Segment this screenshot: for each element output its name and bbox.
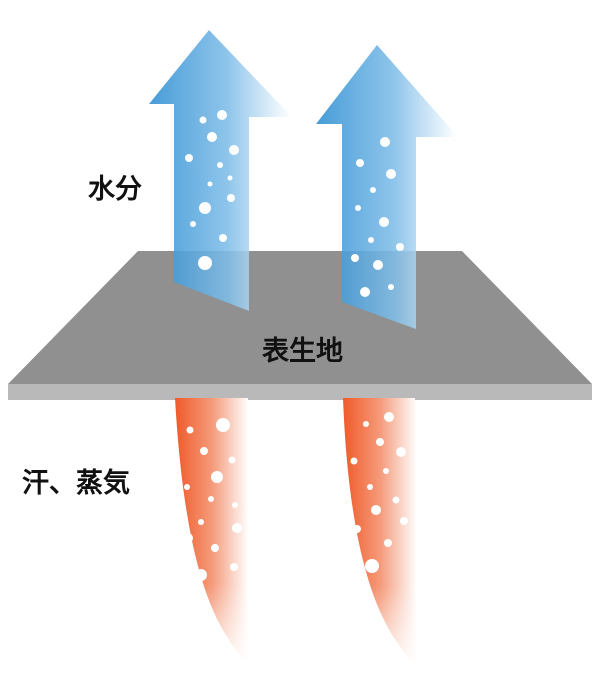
bubbles-sweat-left	[183, 418, 242, 581]
bubbles-sweat-right	[350, 412, 408, 573]
moisture-arrow-left	[149, 30, 292, 311]
fabric-panel	[8, 251, 592, 384]
bubbles-arrow-left	[185, 110, 239, 270]
fabric-edge	[8, 384, 592, 400]
water-label: 水分	[88, 174, 142, 205]
fabric-label: 表生地	[262, 336, 343, 367]
sweat-column-right	[343, 398, 417, 666]
bubbles-arrow-right	[351, 137, 404, 297]
sweat-label: 汗、蒸気	[22, 468, 130, 499]
sweat-column-left	[175, 398, 249, 663]
